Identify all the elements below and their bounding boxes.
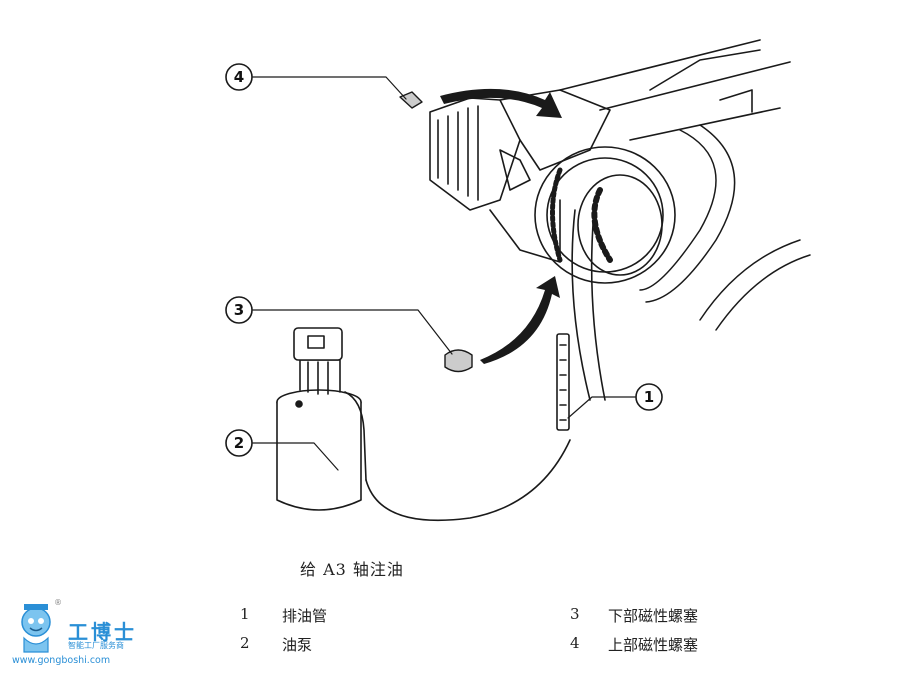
legend-number: 1 xyxy=(240,605,250,623)
logo-tagline: 智能工厂服务商 xyxy=(68,641,124,650)
legend-number: 3 xyxy=(570,605,580,623)
upper-arm xyxy=(559,39,791,141)
logo-name: 工博士 xyxy=(68,620,137,644)
legend-number: 4 xyxy=(570,634,580,652)
lower-plug xyxy=(444,349,473,373)
drain-pipe xyxy=(556,333,570,431)
arm-link xyxy=(571,199,606,401)
mascot-icon xyxy=(21,604,51,653)
registered-mark: ® xyxy=(54,598,62,607)
upper-plug xyxy=(399,91,423,109)
callout-label: 2 xyxy=(234,434,244,452)
callout-3: 3 xyxy=(225,296,253,324)
legend-label: 下部磁性螺塞 xyxy=(608,607,699,625)
callout-4: 4 xyxy=(225,63,253,91)
logo-url: www.gongboshi.com xyxy=(12,655,111,666)
callout-1: 1 xyxy=(635,383,663,411)
pump-hose xyxy=(344,391,571,522)
cable-hose xyxy=(639,124,811,331)
gear-ring xyxy=(534,146,676,284)
callout-2: 2 xyxy=(225,429,253,457)
flow-arrows xyxy=(440,88,562,364)
oil-pump xyxy=(276,327,362,511)
callout-label: 4 xyxy=(234,68,244,86)
motor-housing xyxy=(429,89,611,263)
brand-logo: ® 工博士 智能工厂服务商 www.gongboshi.com xyxy=(6,598,156,676)
callout-label: 1 xyxy=(644,388,654,406)
robot-axis-diagram: 4 3 2 1 xyxy=(225,39,811,522)
leader-lines xyxy=(252,76,636,471)
legend-label: 排油管 xyxy=(282,607,328,625)
legend-label: 上部磁性螺塞 xyxy=(608,636,699,654)
legend-number: 2 xyxy=(240,634,250,652)
callout-label: 3 xyxy=(234,301,244,319)
legend-label: 油泵 xyxy=(282,636,313,654)
figure-caption: 给 A3 轴注油 xyxy=(300,560,404,579)
